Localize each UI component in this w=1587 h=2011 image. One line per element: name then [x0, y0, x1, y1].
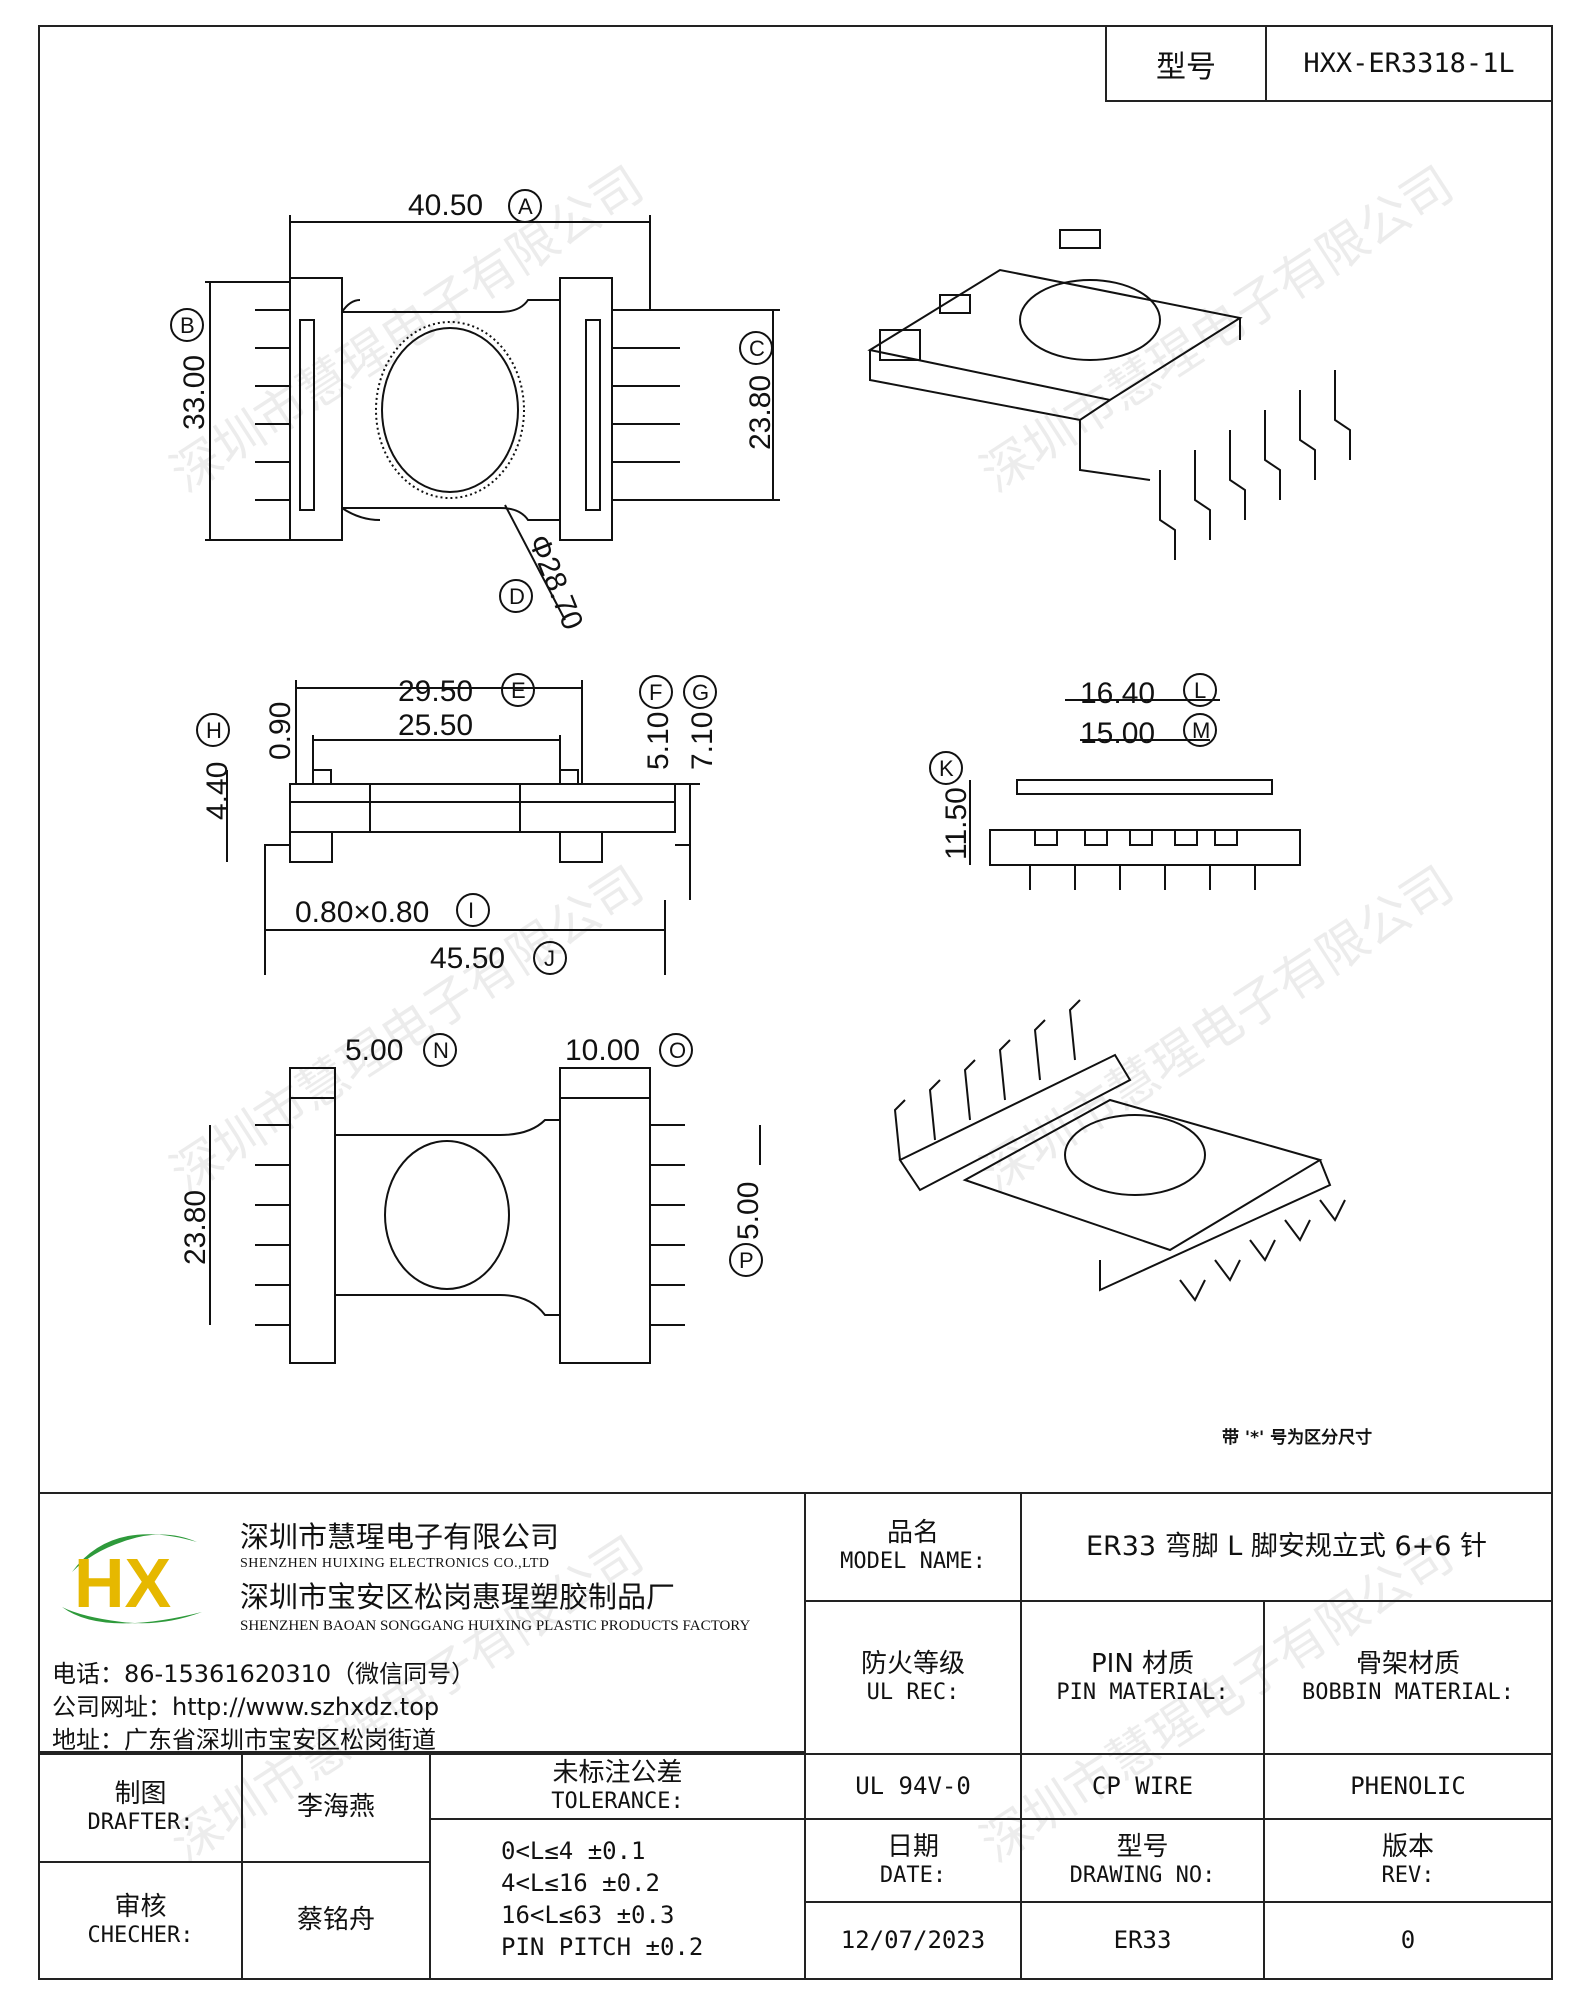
dim-A-circle [508, 189, 542, 223]
dim-Q-value: 23.80 [179, 1190, 212, 1265]
dim-E-tag: E [511, 678, 526, 703]
dim-D-value: Φ28.70 [522, 530, 590, 634]
dim-O-circle [659, 1033, 693, 1067]
company-phone: 电话：86-15361620310（微信同号） [52, 1660, 476, 1688]
logo-text: HX [74, 1544, 172, 1622]
dim-G-tag: G [692, 680, 709, 705]
dim-A-value: 40.50 [408, 189, 483, 222]
dim-M-circle [1183, 713, 1217, 747]
dim-H-circle [196, 713, 230, 747]
dim-J-circle [533, 941, 567, 975]
dim-N-circle [423, 1033, 457, 1067]
dimension-note: 带 '*' 号为区分尺寸 [1222, 1428, 1373, 1448]
dim-P-value: 5.00 [732, 1182, 765, 1240]
dim-O-tag: O [669, 1038, 686, 1063]
dim-L-circle [1183, 673, 1217, 707]
front-view [226, 680, 700, 975]
tolerance-line: 0<L≤4 ±0.1 [501, 1837, 646, 1865]
factory-name-en: SHENZHEN BAOAN SONGGANG HUIXING PLASTIC … [240, 1618, 751, 1634]
dim-J-tag: J [544, 946, 555, 971]
drawing-no-label: 型号 DRAWING NO: [1020, 1818, 1265, 1903]
rev-value: 0 [1263, 1901, 1553, 1980]
model-name-label: 品名 MODEL NAME: [804, 1492, 1022, 1602]
tolerance-line: 16<L≤63 ±0.3 [501, 1901, 675, 1929]
tolerance-line: PIN PITCH ±0.2 [501, 1933, 704, 1961]
tolerance-label: 未标注公差 TOLERANCE: [429, 1753, 806, 1820]
side-view [969, 699, 1301, 890]
dim-F-value: 5.10 [642, 712, 675, 770]
model-number-box: 型号 HXX-ER3318-1L [1105, 25, 1553, 102]
date-value: 12/07/2023 [804, 1901, 1022, 1980]
dim-M-value: 15.00 [1080, 717, 1155, 750]
dim-D-circle [499, 579, 533, 613]
dim-J-value: 45.50 [430, 942, 505, 975]
rev-label: 版本 REV: [1263, 1818, 1553, 1903]
dim-N-value: 5.00 [345, 1034, 403, 1067]
dim-B-circle [170, 308, 204, 342]
iso-view-bottom [893, 999, 1346, 1302]
date-label: 日期 DATE: [804, 1818, 1022, 1903]
technical-drawing: 40.50 A B 33.00 C 23.80 Φ28.70 D 29.50 E… [170, 189, 1351, 1364]
dim-F-tag: F [649, 680, 662, 705]
model-value: HXX-ER3318-1L [1303, 48, 1515, 79]
dim-B-value: 33.00 [178, 355, 211, 430]
company-info: HX 深圳市慧瑆电子有限公司 SHENZHEN HUIXING ELECTRON… [38, 1492, 806, 1754]
dim-I-value: 0.80×0.80 [295, 896, 429, 929]
dim-K-value: 11.50 [940, 787, 973, 860]
dim-G-circle [683, 675, 717, 709]
dim-A-tag: A [518, 194, 533, 219]
dim-H2-value: 0.90 [264, 702, 297, 760]
dim-L-value: 16.40 [1080, 677, 1155, 710]
dim-B-tag: B [180, 313, 195, 338]
dim-H-tag: H [206, 718, 222, 743]
dim-N-tag: N [433, 1038, 449, 1063]
dim-K-tag: K [939, 756, 954, 781]
dim-C-tag: C [749, 336, 765, 361]
pin-material-label: PIN 材质 PIN MATERIAL: [1020, 1600, 1265, 1755]
dim-L-tag: L [1194, 678, 1206, 703]
dim-E-circle [501, 673, 535, 707]
dim-P-circle [729, 1243, 763, 1277]
drafter-value: 李海燕 [241, 1753, 431, 1863]
iso-view-top [867, 229, 1351, 560]
dim-K-circle [929, 751, 963, 785]
company-address: 地址：广东省深圳市宝安区松岗街道 [52, 1726, 436, 1754]
dim-C-value: 23.80 [744, 375, 777, 450]
dim-E2-value: 25.50 [398, 709, 473, 742]
dim-P-tag: P [739, 1248, 754, 1273]
dim-D-tag: D [509, 584, 525, 609]
checker-label: 审核 CHECHER: [38, 1861, 243, 1980]
checker-value: 蔡铭舟 [241, 1861, 431, 1980]
drawing-no-value: ER33 [1020, 1901, 1265, 1980]
dim-E-value: 29.50 [398, 675, 473, 708]
dim-M-tag: M [1192, 718, 1210, 743]
drafter-label: 制图 DRAFTER: [38, 1753, 243, 1863]
dim-G-value: 7.10 [686, 712, 719, 770]
dim-O-value: 10.00 [565, 1034, 640, 1067]
bobbin-material-value: PHENOLIC [1263, 1753, 1553, 1820]
tolerance-line: 4<L≤16 ±0.2 [501, 1869, 660, 1897]
company-website: 公司网址：http://www.szhxdz.top [52, 1693, 440, 1721]
ul-value: UL 94V-0 [804, 1753, 1022, 1820]
ul-rec-label: 防火等级 UL REC: [804, 1600, 1022, 1755]
factory-name-cn: 深圳市宝安区松岗惠瑆塑胶制品厂 [240, 1580, 676, 1614]
company-logo: HX [62, 1534, 202, 1624]
dim-C-circle [739, 331, 773, 365]
tolerance-table: 0<L≤4 ±0.1 4<L≤16 ±0.2 16<L≤63 ±0.3 PIN … [429, 1818, 806, 1980]
dim-I-tag: I [468, 898, 474, 923]
dim-I-circle [456, 893, 490, 927]
dim-H-value: 4.40 [201, 762, 234, 820]
bottom-view [209, 1067, 761, 1364]
bobbin-material-label: 骨架材质 BOBBIN MATERIAL: [1263, 1600, 1553, 1755]
pin-material-value: CP WIRE [1020, 1753, 1265, 1820]
model-name-value: ER33 弯脚 L 脚安规立式 6+6 针 [1020, 1492, 1553, 1602]
company-name-en: SHENZHEN HUIXING ELECTRONICS CO.,LTD [240, 1556, 550, 1571]
company-name-cn: 深圳市慧瑆电子有限公司 [240, 1520, 560, 1554]
top-view [205, 215, 780, 621]
dim-F-circle [639, 675, 673, 709]
model-label: 型号 [1107, 27, 1267, 100]
